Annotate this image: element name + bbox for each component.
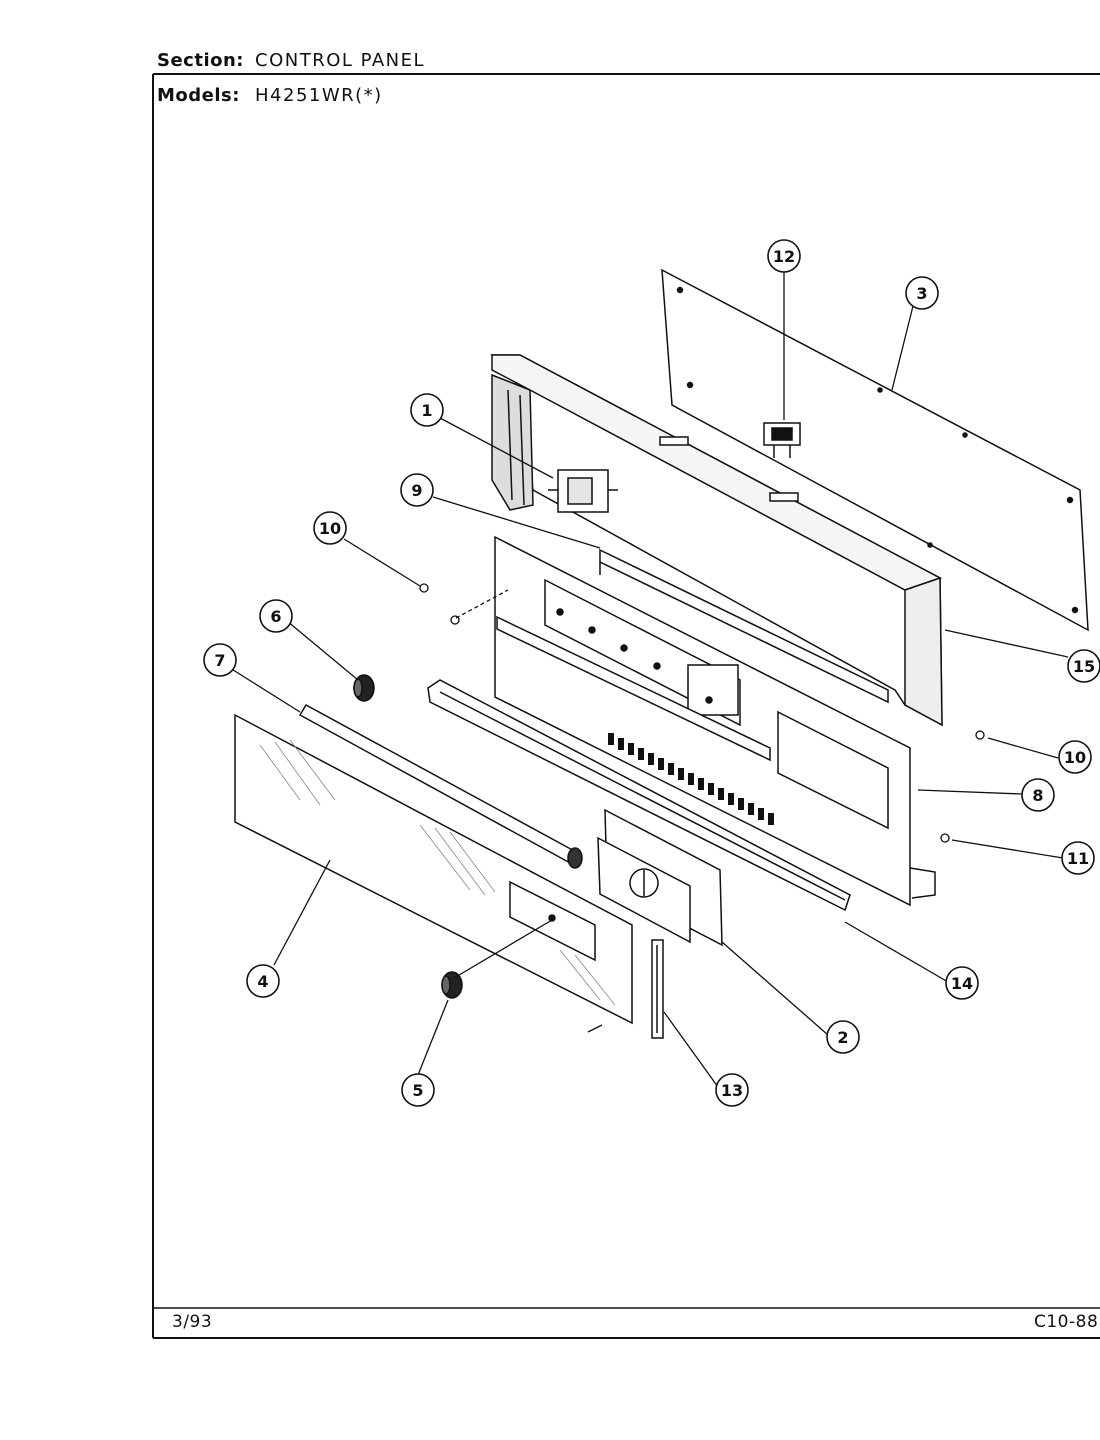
callout-13: 13 <box>715 1073 749 1107</box>
callout-2: 2 <box>826 1020 860 1054</box>
callout-5: 5 <box>401 1073 435 1107</box>
models-value: H4251WR(*) <box>255 85 383 106</box>
section-row: Section: CONTROL PANEL <box>157 50 425 71</box>
section-label: Section: <box>157 50 244 71</box>
models-row: Models: H4251WR(*) <box>157 85 383 106</box>
svg-text:3: 3 <box>916 284 927 303</box>
callout-10-right: 10 <box>1058 740 1092 774</box>
part-5-knob <box>441 971 463 999</box>
callout-10-left: 10 <box>313 511 347 545</box>
leader-lines <box>229 272 1069 1088</box>
svg-text:14: 14 <box>951 974 973 993</box>
footer-date: 3/93 <box>172 1312 213 1332</box>
svg-text:10: 10 <box>319 519 341 538</box>
svg-text:2: 2 <box>837 1028 848 1047</box>
callout-8: 8 <box>1021 778 1055 812</box>
svg-text:15: 15 <box>1073 657 1095 676</box>
callouts: 1 12 3 9 10 6 7 15 10 8 11 14 2 13 5 4 <box>203 239 1100 1107</box>
svg-text:10: 10 <box>1064 748 1086 767</box>
part-6-knob <box>353 674 375 702</box>
svg-text:4: 4 <box>257 972 268 991</box>
part-support-rail <box>496 615 771 762</box>
part-15-console-housing <box>490 354 943 727</box>
page-frame <box>152 73 1100 1339</box>
svg-text:11: 11 <box>1067 849 1089 868</box>
svg-text:5: 5 <box>412 1081 423 1100</box>
part-12-switch <box>763 422 801 458</box>
svg-text:1: 1 <box>421 401 432 420</box>
section-value: CONTROL PANEL <box>255 50 426 71</box>
svg-text:8: 8 <box>1032 786 1043 805</box>
part-9-bracket <box>599 548 889 704</box>
part-1-relay <box>548 469 618 513</box>
callout-15: 15 <box>1067 649 1100 683</box>
callout-6: 6 <box>259 599 293 633</box>
footer-code: C10-88 <box>1034 1312 1099 1332</box>
svg-text:9: 9 <box>411 481 422 500</box>
part-4-front-glass <box>234 713 633 1025</box>
callout-12: 12 <box>767 239 801 273</box>
callout-9: 9 <box>400 473 434 507</box>
part-2-display-frame <box>597 808 723 947</box>
part-3-rear-panel <box>661 268 1089 632</box>
callout-4: 4 <box>246 964 280 998</box>
svg-text:6: 6 <box>270 607 281 626</box>
callout-11: 11 <box>1061 841 1095 875</box>
svg-text:13: 13 <box>721 1081 743 1100</box>
callout-7: 7 <box>203 643 237 677</box>
part-14-trim <box>427 679 851 912</box>
callout-1: 1 <box>410 393 444 427</box>
svg-text:12: 12 <box>773 247 795 266</box>
callout-14: 14 <box>945 966 979 1000</box>
part-13-strip <box>651 939 664 1039</box>
models-label: Models: <box>157 85 240 106</box>
svg-text:7: 7 <box>214 651 225 670</box>
part-7-tube <box>298 703 583 869</box>
callout-3: 3 <box>905 276 939 310</box>
